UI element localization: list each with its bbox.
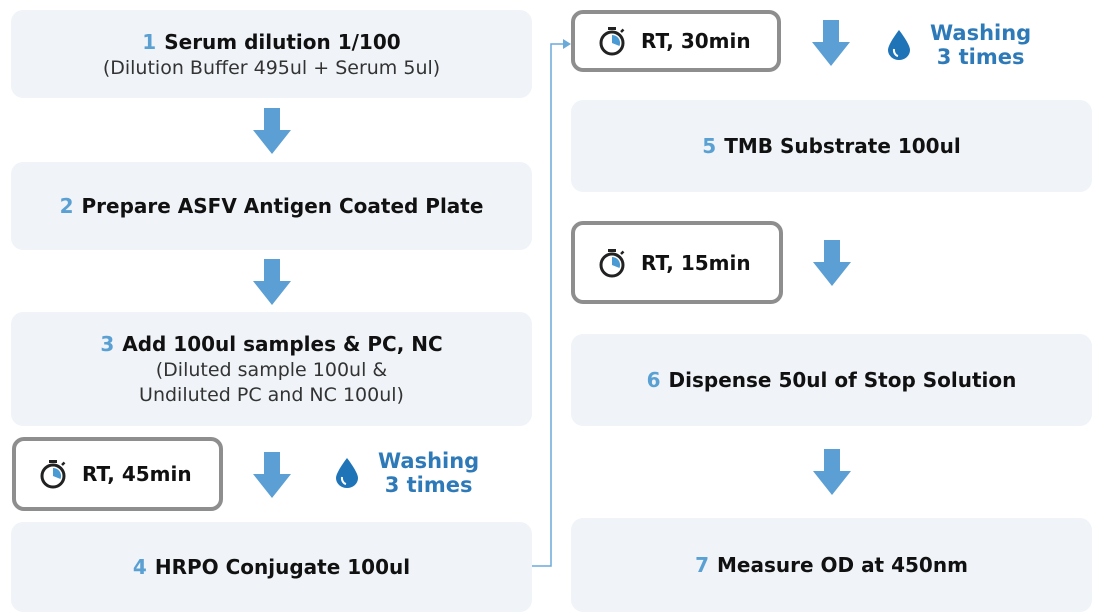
incubation-timer-45min: RT, 45min xyxy=(12,437,223,511)
washing-label: Washing 3 times xyxy=(930,21,1032,69)
step-4-number: 4 xyxy=(132,555,147,579)
incubation-label: RT, 15min xyxy=(641,250,751,275)
step-3-subtitle-line-1: (Diluted sample 100ul & xyxy=(155,359,388,381)
incubation-timer-30min: RT, 30min xyxy=(571,10,781,72)
washing-step-left: Washing 3 times xyxy=(336,449,479,497)
step-7-number: 7 xyxy=(695,553,709,577)
step-5-number: 5 xyxy=(702,134,717,158)
washing-step-right: Washing 3 times xyxy=(888,21,1031,69)
incubation-label: RT, 45min xyxy=(82,462,192,486)
step-3-number: 3 xyxy=(100,332,115,356)
arrow-down-icon xyxy=(813,240,851,286)
stopwatch-icon xyxy=(40,460,66,489)
arrow-down-icon xyxy=(253,108,291,154)
water-drop-icon xyxy=(888,30,910,60)
step-6-number: 6 xyxy=(646,368,661,392)
step-3-subtitle-line-2: Undiluted PC and NC 100ul) xyxy=(139,384,404,406)
water-drop-icon xyxy=(336,458,358,488)
incubation-label: RT, 30min xyxy=(641,29,751,53)
arrow-down-icon xyxy=(813,449,851,495)
step-2-number: 2 xyxy=(59,194,74,218)
stopwatch-icon xyxy=(599,248,625,277)
step-1-subtitle: (Dilution Buffer 495ul + Serum 5ul) xyxy=(102,56,441,79)
arrow-down-icon xyxy=(253,452,291,498)
incubation-timer-15min: RT, 15min xyxy=(571,221,783,304)
step-1-number: 1 xyxy=(142,29,157,54)
stopwatch-icon xyxy=(599,27,625,56)
washing-label: Washing 3 times xyxy=(378,449,480,497)
arrow-down-icon xyxy=(253,259,291,305)
arrow-down-icon xyxy=(812,20,850,66)
